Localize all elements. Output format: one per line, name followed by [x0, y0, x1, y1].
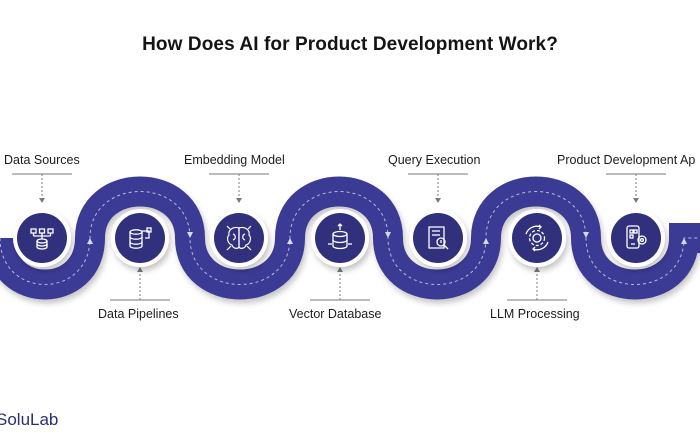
step-node-7	[607, 209, 665, 267]
step-node-6	[508, 209, 566, 267]
step-label-2: Data Pipelines	[98, 307, 179, 321]
brain-chip-icon	[226, 225, 252, 251]
connector-arrowheads	[39, 198, 639, 272]
step-label-5: Query Execution	[388, 153, 481, 167]
document-search-icon	[428, 226, 449, 250]
hierarchy-database-icon	[30, 228, 54, 250]
step-label-1: Data Sources	[4, 153, 80, 167]
gear-cycle-icon	[525, 224, 549, 252]
step-label-3: Embedding Model	[184, 153, 285, 167]
step-label-6: LLM Processing	[490, 307, 580, 321]
brand-logo: SoluLab	[0, 410, 59, 429]
database-arrows-icon	[328, 223, 352, 250]
wave-dash-line	[0, 191, 700, 285]
page-title: How Does AI for Product Development Work…	[142, 34, 558, 55]
mobile-app-gear-icon	[626, 225, 647, 249]
step-label-4: Vector Database	[289, 307, 382, 321]
step-label-7: Product Development Ap	[557, 153, 696, 167]
step-node-3	[210, 209, 268, 267]
step-node-4	[311, 209, 369, 267]
connector-lines	[12, 173, 666, 301]
step-node-5	[409, 209, 467, 267]
pipeline-database-icon	[129, 227, 152, 249]
step-node-1	[13, 209, 71, 267]
direction-arrows	[87, 232, 687, 244]
step-node-2	[111, 209, 169, 267]
